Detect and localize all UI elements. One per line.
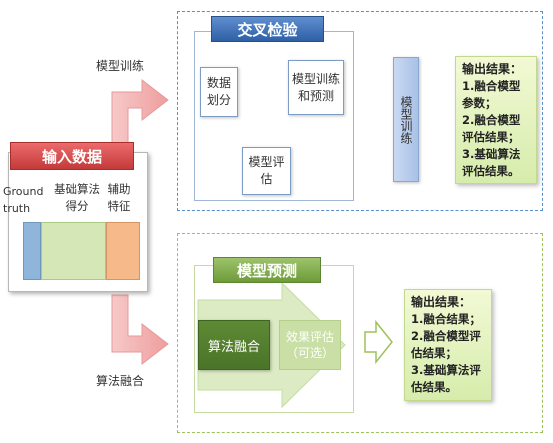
elbow-arrow-to-training bbox=[111, 78, 169, 151]
box-model-eval-label: 模型评估 bbox=[248, 155, 285, 186]
box-data-split: 数据划分 bbox=[200, 67, 238, 117]
elbow-arrow-to-prediction bbox=[111, 294, 169, 366]
top-output-item-2: 2.融合模型评估结果； bbox=[462, 113, 521, 144]
top-output-head: 输出结果： bbox=[462, 62, 523, 76]
bottom-output-box: 输出结果： 1.融合结果； 2.融合模型评估结果； 3.基础算法评估结果。 bbox=[404, 289, 492, 401]
box-model-training-vertical: 模型训练 bbox=[393, 57, 419, 182]
cross-validation-title: 交叉检验 bbox=[211, 16, 324, 42]
box-effect-evaluation: 效果评估（可选） bbox=[279, 320, 341, 370]
bottom-output-item-3: 3.基础算法评估结果。 bbox=[411, 363, 481, 394]
model-prediction-title: 模型预测 bbox=[213, 257, 321, 283]
bottom-output-item-2: 2.融合模型评估结果； bbox=[411, 329, 481, 360]
col-base-score-label: 基础算法得分 bbox=[54, 182, 100, 213]
col-aux-label: 辅助特征 bbox=[107, 182, 131, 213]
big-flow-arrow bbox=[197, 281, 346, 409]
box-train-predict-label: 模型训练和预测 bbox=[291, 71, 340, 103]
box-data-split-label: 数据划分 bbox=[206, 76, 231, 107]
box-algorithm-fusion-label: 算法融合 bbox=[207, 339, 260, 355]
hollow-arrow-bottom bbox=[364, 319, 393, 365]
label-algorithm-fusion: 算法融合 bbox=[96, 374, 145, 388]
box-train-predict: 模型训练和预测 bbox=[288, 60, 344, 115]
ground-truth-block bbox=[23, 222, 41, 280]
input-data-title: 输入数据 bbox=[10, 142, 134, 170]
box-algorithm-fusion: 算法融合 bbox=[198, 320, 270, 370]
box-model-eval: 模型评估 bbox=[242, 147, 291, 195]
label-model-training: 模型训练 bbox=[96, 59, 145, 73]
bottom-output-head: 输出结果： bbox=[411, 295, 472, 309]
bottom-output-item-1: 1.融合结果； bbox=[411, 312, 481, 326]
box-model-training-label: 模型训练 bbox=[399, 95, 413, 144]
top-output-item-1: 1.融合模型参数； bbox=[462, 79, 521, 110]
base-score-block bbox=[41, 222, 106, 280]
aux-feature-block bbox=[106, 222, 140, 280]
top-output-item-3: 3.基础算法评估结果。 bbox=[462, 147, 521, 178]
top-output-box: 输出结果： 1.融合模型参数； 2.融合模型评估结果； 3.基础算法评估结果。 bbox=[455, 56, 537, 184]
box-effect-evaluation-label: 效果评估（可选） bbox=[285, 330, 334, 360]
col-ground-truth-label: Ground truth bbox=[3, 185, 44, 215]
